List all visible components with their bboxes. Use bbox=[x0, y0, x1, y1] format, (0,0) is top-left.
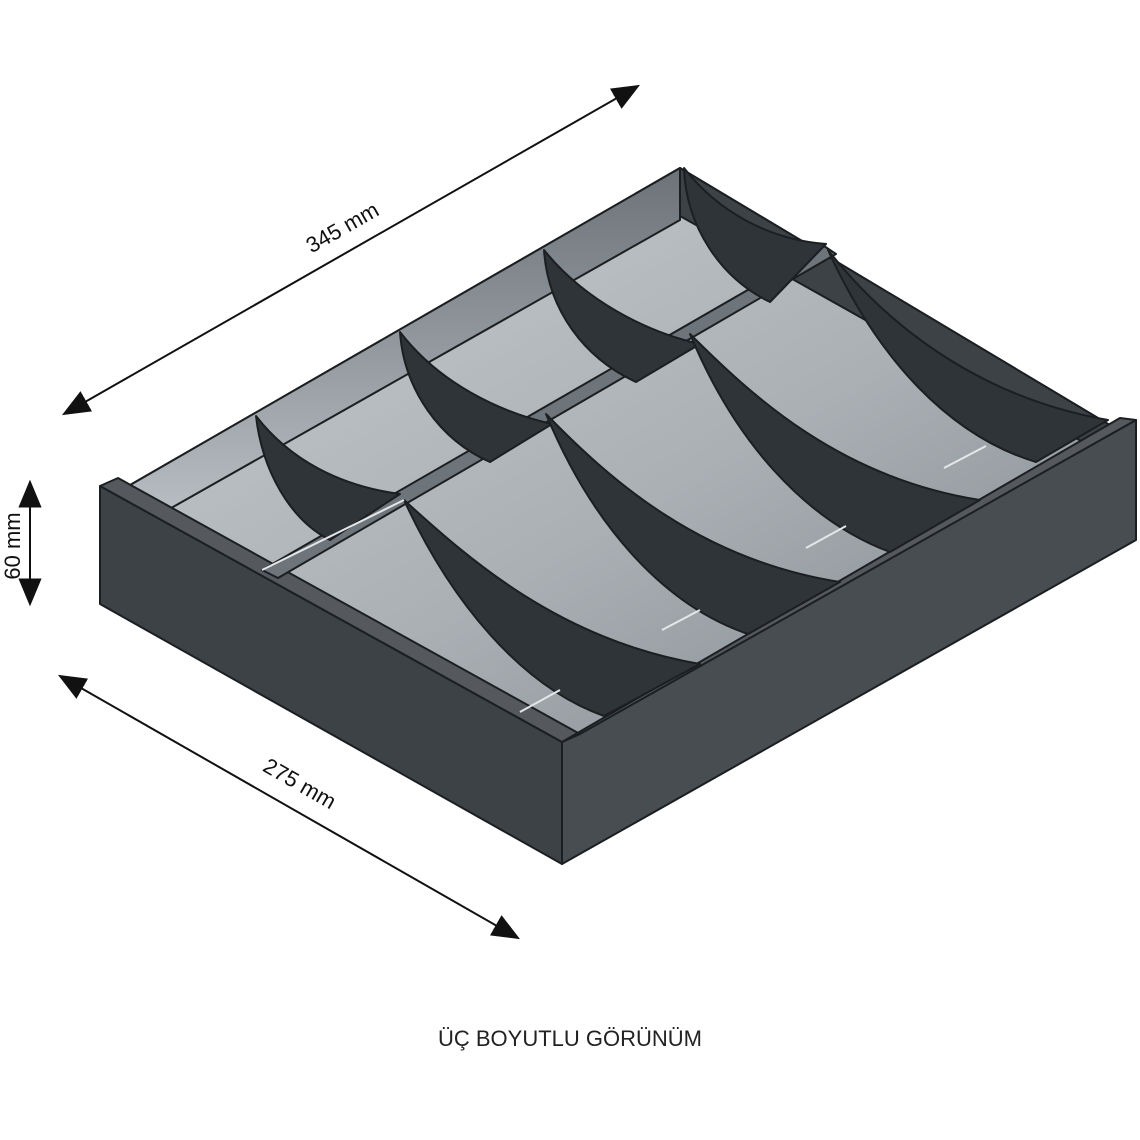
view-caption: ÜÇ BOYUTLU GÖRÜNÜM bbox=[437, 1026, 702, 1051]
back-divider-4 bbox=[683, 167, 827, 303]
dimension-width-label: 275 mm bbox=[259, 753, 340, 814]
dimension-width-arrow bbox=[57, 674, 521, 940]
dimension-length-arrow bbox=[61, 84, 641, 416]
dimension-length-label: 345 mm bbox=[302, 197, 383, 258]
front-divider-2 bbox=[545, 413, 841, 635]
front-divider-3 bbox=[689, 333, 981, 553]
dimension-height: 60 mm bbox=[0, 479, 42, 607]
front-divider-1 bbox=[403, 499, 701, 717]
back-divider-1 bbox=[255, 415, 401, 541]
front-divider-4 bbox=[827, 249, 1109, 463]
dimension-height-label: 60 mm bbox=[0, 512, 25, 579]
